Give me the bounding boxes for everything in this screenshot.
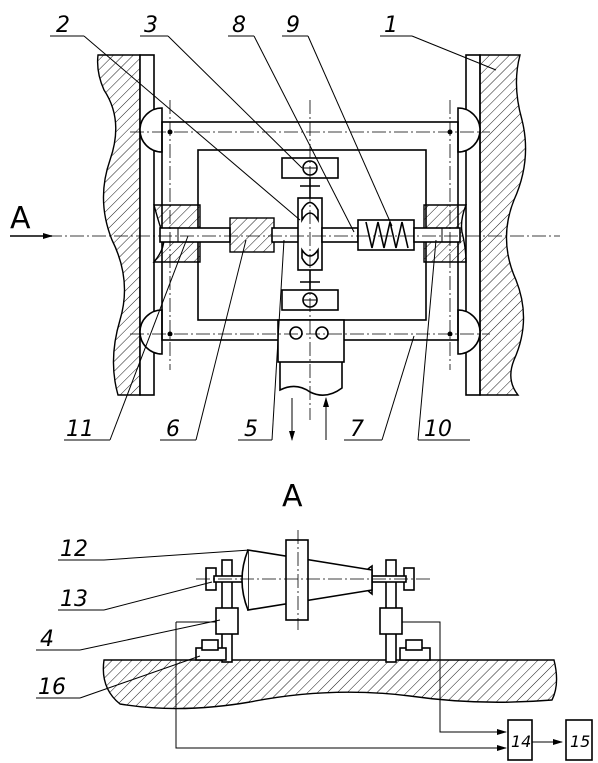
- label-14: 14: [511, 732, 531, 751]
- conical-part: [247, 549, 373, 611]
- spring: [365, 221, 409, 249]
- label-5: 5: [244, 417, 258, 442]
- label-7: 7: [350, 417, 364, 442]
- block-15: [565, 719, 593, 761]
- label-16: 16: [38, 675, 66, 700]
- section-view: A 14 15: [36, 479, 593, 761]
- label-8: 8: [232, 13, 246, 38]
- label-6: 6: [166, 417, 180, 442]
- base-plate: [102, 659, 558, 710]
- section-title: A: [282, 479, 303, 514]
- label-1: 1: [384, 13, 398, 38]
- right-wall: [479, 54, 527, 396]
- wheel-bottom-right: [457, 309, 481, 355]
- label-12: 12: [60, 537, 88, 562]
- label-3: 3: [144, 13, 158, 38]
- collar: [285, 539, 309, 621]
- label-2: 2: [56, 13, 70, 38]
- guide-bushing: [229, 217, 275, 253]
- label-13: 13: [60, 587, 88, 612]
- label-10: 10: [424, 417, 452, 442]
- label-4: 4: [40, 627, 54, 652]
- label-9: 9: [286, 13, 300, 38]
- pin-block: [277, 319, 345, 363]
- leader-lines: [50, 35, 497, 441]
- view-marker: A: [10, 201, 31, 236]
- top-view: A 2 3 8 9 1 11 6: [10, 13, 560, 442]
- label-15: 15: [570, 732, 590, 751]
- label-11: 11: [66, 417, 94, 442]
- left-wall: [96, 54, 141, 396]
- block-14: [507, 719, 533, 761]
- wheel-top-right: [457, 107, 481, 153]
